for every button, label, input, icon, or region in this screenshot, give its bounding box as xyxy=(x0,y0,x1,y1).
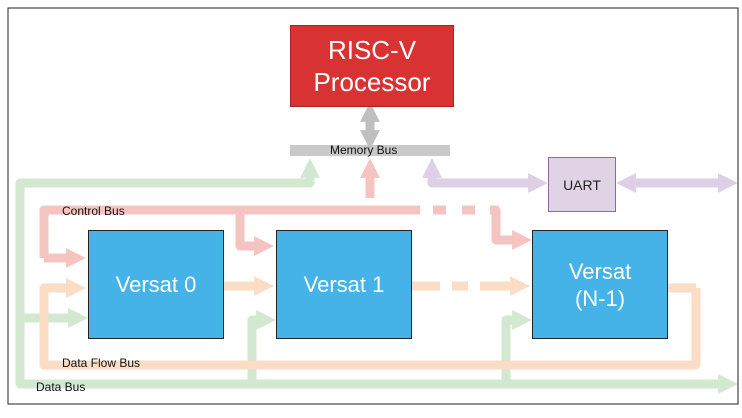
control-bus-lines xyxy=(39,158,532,268)
data-flow-bus-label: Data Flow Bus xyxy=(62,356,141,370)
uart-label: UART xyxy=(563,176,601,193)
versat-1: Versat 1 xyxy=(276,230,412,339)
versat-n-label-line2: (N-1) xyxy=(574,285,626,311)
diagram-frame xyxy=(7,7,739,405)
control-bus-label: Control Bus xyxy=(62,204,125,218)
versat-0-label: Versat 0 xyxy=(115,272,197,297)
versat-1-label: Versat 1 xyxy=(303,272,385,297)
processor-label-line1: RISC-V xyxy=(327,35,417,65)
versat-n-label-line1: Versat xyxy=(568,258,632,284)
risc-v-processor: RISC-V Processor xyxy=(290,25,454,107)
memory-bus-label: Memory Bus xyxy=(330,143,398,157)
data-bus-label: Data Bus xyxy=(36,380,86,394)
uart-block: UART xyxy=(548,157,616,212)
versat-n-1: Versat (N-1) xyxy=(532,230,668,339)
data-flow-bus-lines xyxy=(39,276,701,370)
memory-bus-bar xyxy=(290,145,450,156)
processor-label-line2: Processor xyxy=(313,67,431,97)
uart-link-lines xyxy=(422,158,738,193)
versat-0: Versat 0 xyxy=(88,230,224,339)
